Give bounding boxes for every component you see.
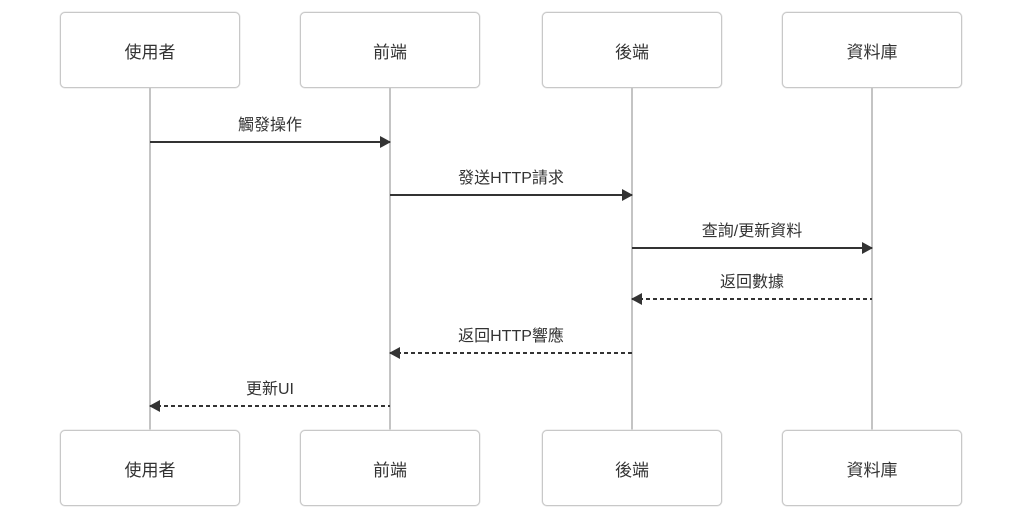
actor-label: 使用者 xyxy=(124,42,176,62)
actor-label: 資料庫 xyxy=(846,42,898,62)
message-line xyxy=(631,293,872,305)
message-line xyxy=(632,242,873,254)
message-line xyxy=(389,347,632,359)
message-line xyxy=(149,400,390,412)
actor-top-user: 使用者 xyxy=(60,12,240,88)
arrowhead-icon xyxy=(631,293,642,305)
arrowhead-icon xyxy=(149,400,160,412)
arrowhead-icon xyxy=(622,189,633,201)
message-label: 返回HTTP響應 xyxy=(458,328,564,345)
lifeline-user xyxy=(149,88,151,430)
actor-bottom-user: 使用者 xyxy=(60,430,240,506)
actor-bottom-backend: 後端 xyxy=(542,430,722,506)
message-label: 觸發操作 xyxy=(237,117,302,134)
arrowhead-icon xyxy=(862,242,873,254)
arrowhead-icon xyxy=(389,347,400,359)
actor-top-frontend: 前端 xyxy=(300,12,480,88)
actor-top-backend: 後端 xyxy=(542,12,722,88)
actor-top-database: 資料庫 xyxy=(782,12,962,88)
actor-label: 後端 xyxy=(615,42,649,62)
message-label: 返回數據 xyxy=(719,274,784,291)
actor-label: 前端 xyxy=(373,42,407,62)
message-label: 發送HTTP請求 xyxy=(458,170,564,187)
lifeline-backend xyxy=(631,88,633,430)
actor-bottom-database: 資料庫 xyxy=(782,430,962,506)
message-label: 更新UI xyxy=(245,381,294,398)
message-line xyxy=(150,136,391,148)
message-1: 觸發操作 xyxy=(150,114,391,148)
message-6: 更新UI xyxy=(149,378,390,412)
actor-label: 使用者 xyxy=(124,460,176,480)
message-line xyxy=(390,189,633,201)
message-label: 查詢/更新資料 xyxy=(701,223,803,240)
lifeline-database xyxy=(871,88,873,430)
lifeline-frontend xyxy=(389,88,391,430)
message-2: 發送HTTP請求 xyxy=(390,167,633,201)
actor-label: 前端 xyxy=(373,460,407,480)
message-5: 返回HTTP響應 xyxy=(389,325,632,359)
actor-label: 後端 xyxy=(615,460,649,480)
message-3: 查詢/更新資料 xyxy=(632,220,873,254)
actor-bottom-frontend: 前端 xyxy=(300,430,480,506)
actor-label: 資料庫 xyxy=(846,460,898,480)
arrowhead-icon xyxy=(380,136,391,148)
message-4: 返回數據 xyxy=(631,271,872,305)
